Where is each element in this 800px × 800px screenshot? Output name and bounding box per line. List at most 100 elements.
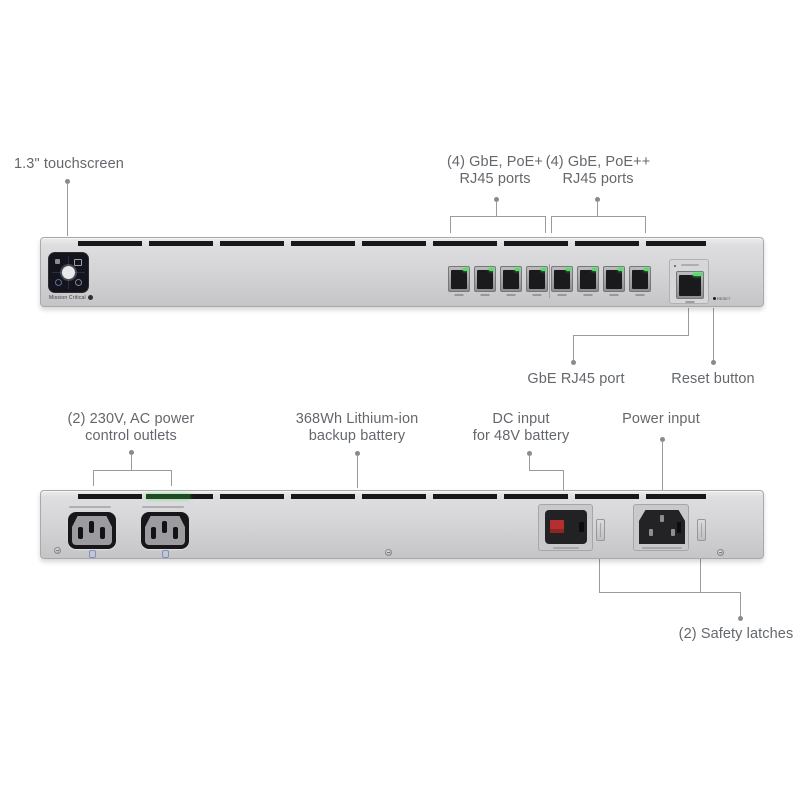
outlet-slot: [100, 527, 105, 539]
label-line: 368Wh Lithium-ion: [295, 411, 419, 427]
callout-line: [563, 470, 564, 490]
micro-label: [553, 547, 579, 549]
callout-dot: [738, 616, 743, 621]
callout-line: [357, 455, 358, 488]
callout-safety-latches-label: (2) Safety latches: [678, 626, 794, 642]
safety-latch: [596, 519, 605, 541]
label-line: backup battery: [308, 428, 406, 444]
ac-outlet: [141, 512, 189, 549]
screw-icon: [385, 549, 392, 556]
callout-line: [597, 201, 598, 216]
callout-line: [551, 216, 552, 233]
callout-line: [529, 470, 564, 471]
screw-icon: [717, 549, 724, 556]
port-led: [693, 273, 702, 276]
callout-line: [645, 216, 646, 233]
callout-dot: [595, 197, 600, 202]
callout-dot: [660, 437, 665, 442]
callout-dot: [65, 179, 70, 184]
callout-line: [131, 454, 132, 470]
callout-dc-input-label: DC input for 48V battery: [441, 411, 601, 445]
callout-line: [171, 470, 172, 486]
gbe-rj45-port: [676, 271, 704, 299]
micro-label: [681, 264, 699, 266]
callout-line: [573, 335, 574, 361]
port-status-led: [674, 265, 676, 267]
port-led: [644, 268, 649, 271]
rj45-port: [603, 266, 625, 292]
callout-poe-plus-plus-label: (4) GbE, PoE++ RJ45 ports: [533, 154, 663, 188]
label-line: RJ45 ports: [459, 171, 531, 187]
callout-line: [662, 441, 663, 490]
port-led: [515, 268, 520, 271]
vent-slots: [78, 241, 706, 246]
poe-plus-port-group: [448, 266, 548, 292]
touchscreen-center-button: [62, 266, 75, 279]
outlet-slot: [151, 527, 156, 539]
inlet-notch: [677, 522, 681, 533]
dc-input-plate: [538, 504, 593, 551]
callout-line: [529, 455, 530, 470]
power-input-plate: [633, 504, 689, 551]
callout-line: [93, 470, 94, 486]
brand-label: Mission Critical: [49, 295, 93, 301]
callout-ac-outlets-label: (2) 230V, AC power control outlets: [51, 411, 211, 445]
poe-plus-plus-port-group: [551, 266, 651, 292]
vent-slots: [78, 494, 706, 499]
callout-dot: [494, 197, 499, 202]
callout-line: [700, 559, 701, 592]
inlet-pin: [671, 529, 675, 536]
callout-dot: [711, 360, 716, 365]
callout-line: [551, 216, 646, 217]
reset-button-dot: [713, 297, 716, 300]
touchscreen: [49, 253, 88, 292]
callout-dot: [527, 451, 532, 456]
label-line: (4) GbE, PoE++: [545, 154, 651, 170]
outlet-slot: [162, 521, 167, 533]
callout-line: [688, 308, 689, 336]
reset-label: RESET: [717, 296, 731, 301]
port-group-divider: [549, 264, 550, 298]
inlet-pin: [649, 529, 653, 536]
dc-connector-latch-tab: [579, 522, 584, 532]
outlet-indicator-icon: [162, 550, 169, 558]
callout-line: [93, 470, 172, 471]
port-led: [618, 268, 623, 271]
rj45-port: [551, 266, 573, 292]
brand-text: Mission Critical: [49, 295, 86, 301]
label-line: DC input: [492, 411, 550, 427]
rj45-port: [526, 266, 548, 292]
callout-line: [545, 216, 546, 233]
callout-line: [67, 183, 68, 236]
safety-latch: [697, 519, 706, 541]
callout-gbe-port-label: GbE RJ45 port: [527, 371, 625, 387]
screw-icon: [54, 547, 61, 554]
outlet-slot: [78, 527, 83, 539]
callout-reset-button-label: Reset button: [671, 371, 755, 387]
callout-dot: [355, 451, 360, 456]
outlet-indicator-icon: [89, 550, 96, 558]
rj45-port: [577, 266, 599, 292]
outlet-slot: [89, 521, 94, 533]
status-icon: [55, 279, 62, 286]
label-line: RJ45 ports: [562, 171, 634, 187]
callout-line: [599, 559, 600, 592]
callout-line: [450, 216, 546, 217]
callout-line: [713, 308, 714, 361]
micro-label: [642, 547, 682, 549]
lock-icon: [55, 259, 60, 264]
label-line: (4) GbE, PoE+: [447, 154, 543, 170]
reset-button: RESET: [713, 296, 730, 301]
image-icon: [74, 259, 82, 266]
port-led: [566, 268, 571, 271]
callout-line: [450, 216, 451, 233]
callout-power-input-label: Power input: [622, 411, 700, 427]
label-line: (2) 230V, AC power: [67, 411, 195, 427]
micro-label: [69, 506, 111, 508]
rj45-port: [629, 266, 651, 292]
dc-battery-connector: [545, 510, 587, 544]
callout-poe-plus-label: (4) GbE, PoE+ RJ45 ports: [430, 154, 560, 188]
port-led: [541, 268, 546, 271]
port-led: [463, 268, 468, 271]
